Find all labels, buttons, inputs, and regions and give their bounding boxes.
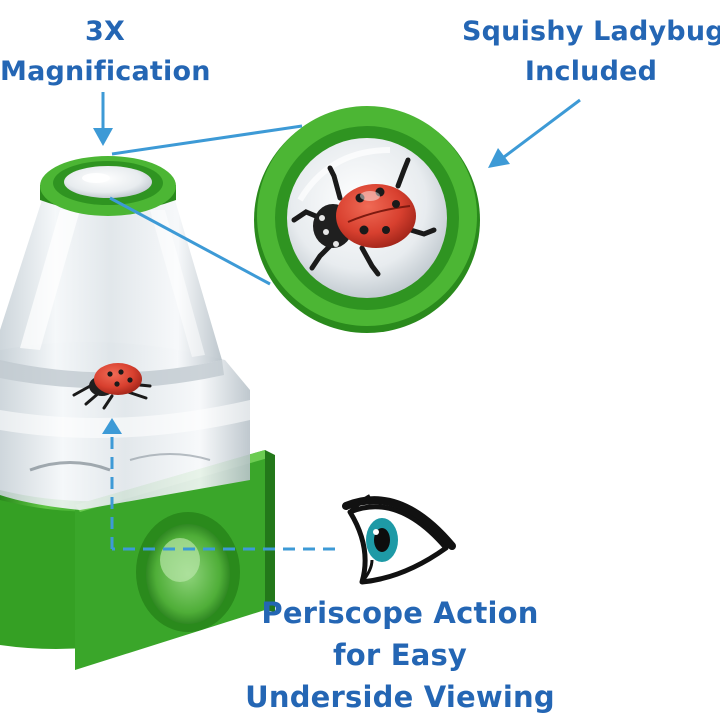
magnification-line-1: 3X <box>84 16 125 47</box>
ladybug-line-2: Included <box>524 56 658 87</box>
periscope-path <box>110 432 335 551</box>
zoom-callout-lines <box>109 124 303 286</box>
ladybug-icon <box>291 157 437 277</box>
ladybug-line-1: Squishy Ladybug <box>462 16 720 47</box>
ladybug-callout: Squishy Ladybug Included <box>462 12 720 92</box>
periscope-line-3: Underside Viewing <box>245 680 555 714</box>
magnification-arrow <box>93 92 113 146</box>
ladybug-in-viewer <box>72 363 152 410</box>
periscope-arrow-head <box>102 418 122 434</box>
viewer-top-lens <box>40 156 176 216</box>
eye-icon <box>342 494 456 585</box>
viewer-cone <box>0 200 224 389</box>
magnification-callout: 3X Magnification <box>0 12 210 92</box>
periscope-callout: Periscope Action for Easy Underside View… <box>230 592 570 718</box>
ladybug-arrow <box>488 98 581 168</box>
magnification-line-2: Magnification <box>0 56 211 87</box>
periscope-line-1: Periscope Action <box>261 596 539 630</box>
periscope-line-2: for Easy <box>332 638 468 672</box>
